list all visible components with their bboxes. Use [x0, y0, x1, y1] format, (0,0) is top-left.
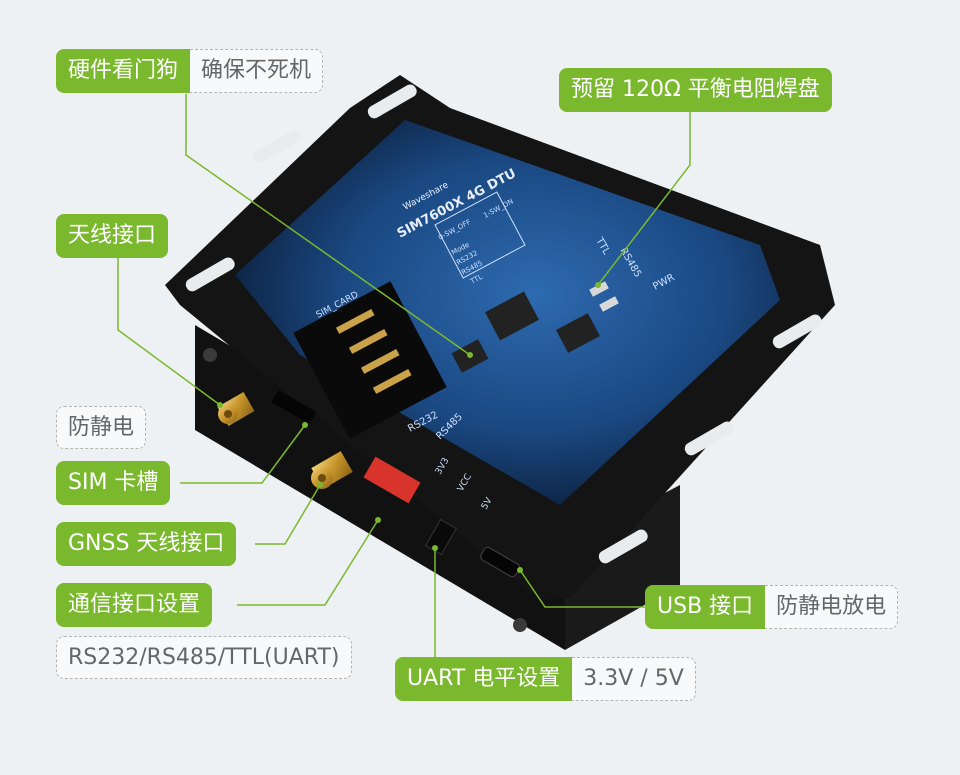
- callout-gnss-title: GNSS 天线接口: [56, 522, 237, 566]
- callout-watchdog-desc: 确保不死机: [190, 49, 324, 93]
- callout-esd: 防静电: [56, 406, 147, 450]
- screw: [513, 618, 527, 632]
- sim-contacts: [335, 308, 412, 394]
- leader-sim: [180, 424, 306, 484]
- leader-dot: [432, 545, 438, 551]
- mcu-chip: [485, 291, 539, 341]
- leader-antenna: [117, 258, 221, 406]
- mount-slot: [598, 529, 648, 564]
- gnss-antenna-connector: [311, 451, 353, 489]
- leader-dot: [467, 352, 473, 358]
- mount-slot: [367, 84, 417, 119]
- leader-dot: [217, 402, 223, 408]
- driver-chip: [556, 313, 600, 353]
- callout-sim: SIM 卡槽: [56, 461, 171, 505]
- leader-dot: [595, 282, 601, 288]
- mode-table: [434, 191, 526, 279]
- callout-antenna: 天线接口: [56, 214, 169, 258]
- callout-usb-desc: 防静电放电: [765, 585, 899, 629]
- resistor-pad: [599, 296, 619, 312]
- leader-termination: [597, 112, 691, 286]
- callout-comm-title: 通信接口设置: [56, 583, 213, 627]
- callout-antenna-title: 天线接口: [56, 214, 169, 258]
- sim-card-slot-opening: [271, 389, 317, 425]
- callout-termination: 预留 120Ω 平衡电阻焊盘: [559, 68, 832, 112]
- callout-uart-level: UART 电平设置 3.3V / 5V: [395, 657, 696, 701]
- callout-watchdog-title: 硬件看门狗: [56, 49, 191, 93]
- callout-sim-title: SIM 卡槽: [56, 461, 171, 505]
- screw: [203, 348, 217, 362]
- mount-slot: [185, 257, 235, 292]
- callout-uart-title: UART 电平设置: [395, 657, 573, 701]
- mount-slot: [252, 129, 302, 164]
- enclosure-side: [565, 485, 680, 650]
- callout-watchdog: 硬件看门狗 确保不死机: [56, 49, 324, 93]
- resistor-pad: [589, 281, 609, 297]
- callout-usb-title: USB 接口: [645, 585, 766, 629]
- callout-usb: USB 接口 防静电放电: [645, 585, 899, 629]
- callout-termination-title: 预留 120Ω 平衡电阻焊盘: [559, 68, 832, 112]
- usb-port: [480, 546, 520, 578]
- leader-gnss: [255, 484, 321, 545]
- leader-comm: [237, 519, 379, 606]
- mount-slot: [684, 421, 734, 456]
- dip-switch: [363, 456, 421, 504]
- callout-gnss: GNSS 天线接口: [56, 522, 237, 566]
- callout-comm: 通信接口设置: [56, 583, 213, 627]
- sim-slot: [293, 281, 447, 439]
- leader-watchdog: [185, 94, 471, 356]
- mount-slot: [772, 314, 822, 349]
- callout-comm-options: RS232/RS485/TTL(UART): [56, 636, 352, 680]
- leader-dot: [317, 482, 323, 488]
- leader-dot: [302, 422, 308, 428]
- callout-esd-desc: 防静电: [56, 406, 147, 449]
- leader-dot: [517, 567, 523, 573]
- leader-usb: [519, 569, 645, 608]
- callout-uart-desc: 3.3V / 5V: [572, 657, 696, 701]
- antenna-connector: [217, 391, 255, 427]
- leader-dot: [375, 517, 381, 523]
- callout-comm-desc: RS232/RS485/TTL(UART): [56, 636, 352, 679]
